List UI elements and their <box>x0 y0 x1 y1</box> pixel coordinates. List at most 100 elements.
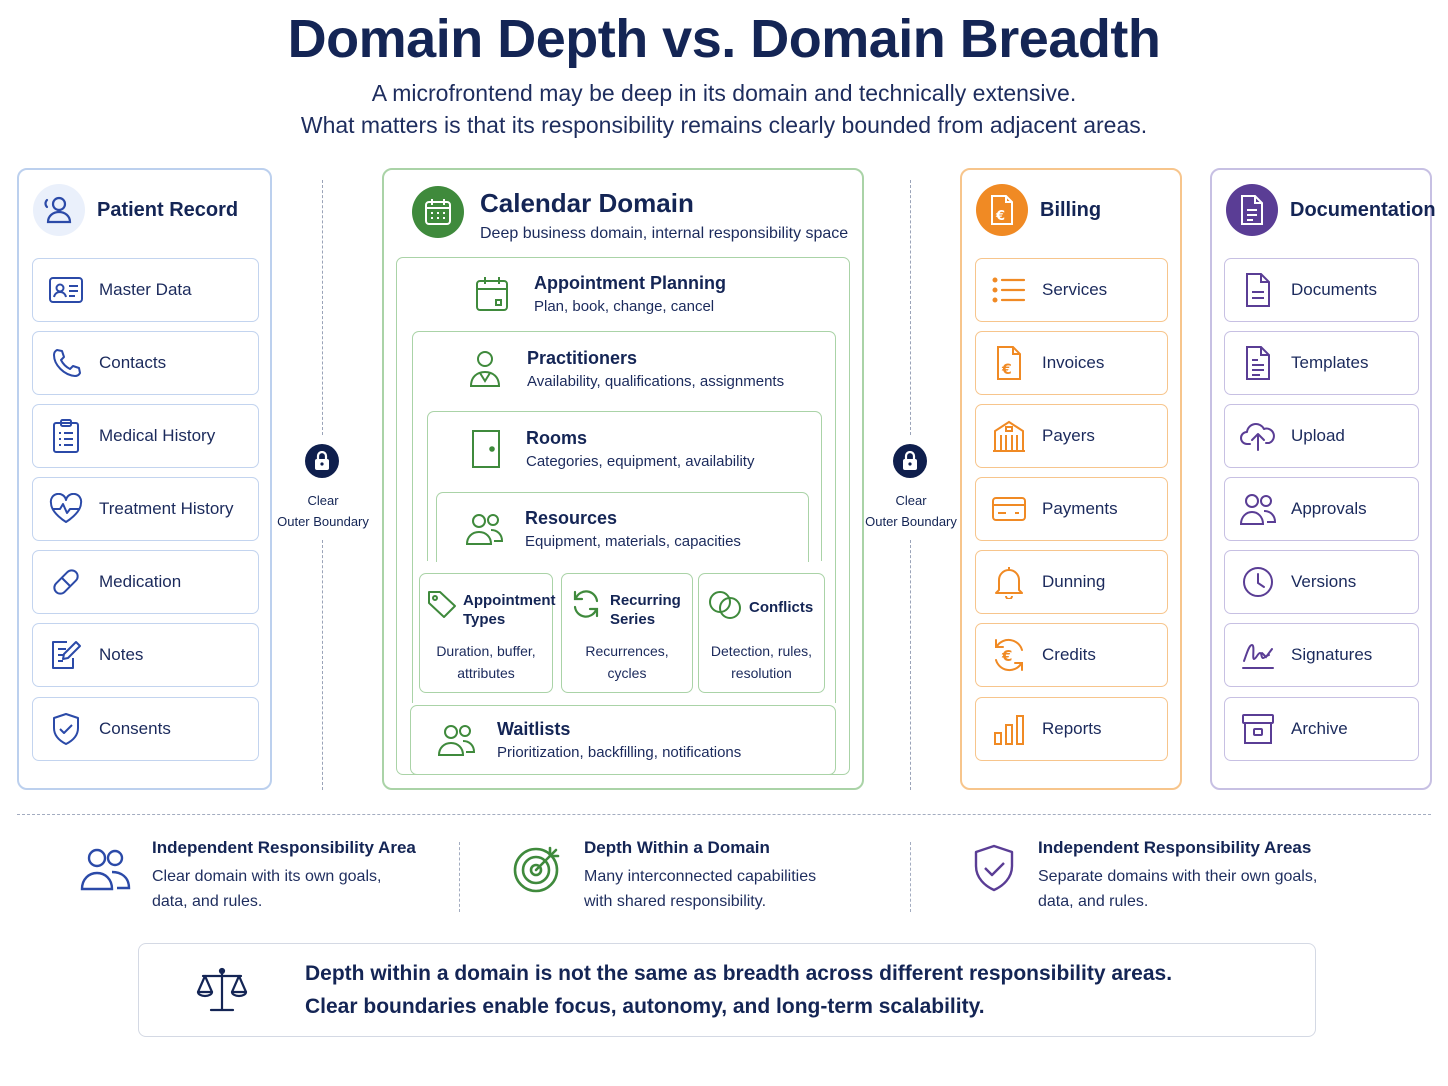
phone-icon <box>33 347 99 379</box>
rooms-title: Rooms <box>526 428 588 448</box>
svg-text:€: € <box>995 209 1005 224</box>
billing-item-payments[interactable]: Payments <box>975 477 1168 541</box>
left-boundary-line-top <box>322 180 323 435</box>
patient-item-medication[interactable]: Medication <box>32 550 259 614</box>
calendar-small-icon <box>476 277 508 311</box>
patient-item-contacts[interactable]: Contacts <box>32 331 259 395</box>
patient-item-master-data[interactable]: Master Data <box>32 258 259 322</box>
conflicts-desc-l1: Detection, rules, <box>710 643 813 659</box>
doc-item-templates[interactable]: Templates <box>1224 331 1419 395</box>
page-subtitle-line1: A microfrontend may be deep in its domai… <box>371 80 1077 106</box>
documentation-panel: Documentation Documents Templates Upload… <box>1210 168 1436 790</box>
legend-depth-domain-desc-l1: Many interconnected capabilities <box>584 868 817 885</box>
credit-card-icon <box>976 495 1042 523</box>
billing-item-reports[interactable]: Reports <box>975 697 1168 761</box>
legend-independent-area: Independent Responsibility Area Clear do… <box>80 838 416 914</box>
cloud-upload-icon <box>1225 420 1291 452</box>
legend-depth-domain-desc-l2: with shared responsibility. <box>584 893 767 910</box>
left-boundary-label-line1: Clear <box>307 493 339 508</box>
patient-item-treatment-history[interactable]: Treatment History <box>32 477 259 541</box>
conflicts-circles-icon <box>707 588 743 627</box>
recurring-series-title-l2: Series <box>610 611 656 628</box>
doc-item-signatures[interactable]: Signatures <box>1224 623 1419 687</box>
clipboard-icon <box>33 418 99 454</box>
billing-item-dunning[interactable]: Dunning <box>975 550 1168 614</box>
doc-item-versions[interactable]: Versions <box>1224 550 1419 614</box>
appointment-planning-row: Appointment Planning Plan, book, change,… <box>474 273 726 315</box>
waitlists-box <box>410 705 836 775</box>
recurring-series-box: Recurring Series Recurrences, cycles <box>561 573 693 693</box>
rooms-desc: Categories, equipment, availability <box>526 453 755 470</box>
documentation-header: Documentation <box>1226 184 1436 236</box>
practitioners-title: Practitioners <box>527 348 638 368</box>
legend-separator-2 <box>910 842 911 912</box>
patient-item-label: Master Data <box>99 280 192 299</box>
heart-pulse-icon <box>33 493 99 525</box>
patient-item-label: Notes <box>99 645 144 664</box>
id-card-icon <box>33 275 99 305</box>
shield-check-icon <box>974 844 1014 892</box>
building-icon <box>976 419 1042 453</box>
signature-icon <box>1225 639 1291 671</box>
practitioner-icon <box>469 351 501 387</box>
conflicts-title: Conflicts <box>749 599 814 616</box>
billing-item-label: Services <box>1042 280 1108 299</box>
bar-chart-icon <box>976 712 1042 746</box>
svg-text:€: € <box>1001 362 1012 378</box>
doc-item-label: Templates <box>1291 353 1369 372</box>
clock-icon <box>1225 565 1291 599</box>
patient-item-consents[interactable]: Consents <box>32 697 259 761</box>
billing-item-label: Dunning <box>1042 572 1106 591</box>
calendar-icon <box>412 186 464 238</box>
patient-record-panel: Patient Record Master Data Contacts Medi… <box>17 168 272 790</box>
billing-item-label: Invoices <box>1042 353 1105 372</box>
legend-independent-areas: Independent Responsibility Areas Separat… <box>970 838 1317 914</box>
list-icon <box>976 276 1042 304</box>
users-icon <box>80 848 131 891</box>
billing-title: Billing <box>1040 198 1102 221</box>
patient-item-label: Treatment History <box>99 499 234 518</box>
doc-item-upload[interactable]: Upload <box>1224 404 1419 468</box>
billing-item-services[interactable]: Services <box>975 258 1168 322</box>
billing-invoice-icon: € <box>976 184 1028 236</box>
billing-item-invoices[interactable]: € Invoices <box>975 331 1168 395</box>
right-boundary-line-bottom <box>910 540 911 790</box>
patient-item-medical-history[interactable]: Medical History <box>32 404 259 468</box>
appointment-types-title-l2: Types <box>463 611 506 628</box>
billing-item-payers[interactable]: Payers <box>975 404 1168 468</box>
left-boundary-line-bottom <box>322 540 323 790</box>
resources-users-icon <box>465 514 504 545</box>
summary-line1: Depth within a domain is not the same as… <box>305 962 1173 985</box>
lock-icon <box>893 444 927 478</box>
patient-icon <box>33 184 85 236</box>
waitlist-users-icon <box>437 725 476 756</box>
section-separator <box>17 814 1431 815</box>
patient-item-notes[interactable]: Notes <box>32 623 259 687</box>
right-boundary-label-line1: Clear <box>895 493 927 508</box>
documentation-icon <box>1226 184 1278 236</box>
euro-cycle-icon: € <box>976 637 1042 673</box>
left-boundary-label-line2: Outer Boundary <box>277 514 369 529</box>
doc-item-label: Archive <box>1291 719 1348 738</box>
summary-line2: Clear boundaries enable focus, autonomy,… <box>305 995 985 1018</box>
patient-item-label: Contacts <box>99 353 167 372</box>
appointment-types-box: Appointment Types Duration, buffer, attr… <box>419 573 555 693</box>
practitioners-row: Practitioners Availability, qualificatio… <box>467 348 784 390</box>
calendar-domain-title: Calendar Domain <box>480 188 694 218</box>
conflicts-box: Conflicts Detection, rules, resolution <box>698 573 825 693</box>
right-boundary-line-top <box>910 180 911 435</box>
document-icon <box>1225 272 1291 308</box>
doc-item-archive[interactable]: Archive <box>1224 697 1419 761</box>
documentation-title: Documentation <box>1290 198 1436 221</box>
scales-icon <box>139 966 305 1014</box>
billing-item-label: Payments <box>1042 499 1118 518</box>
doc-item-approvals[interactable]: Approvals <box>1224 477 1419 541</box>
doc-item-documents[interactable]: Documents <box>1224 258 1419 322</box>
rooms-row: Rooms Categories, equipment, availabilit… <box>470 428 754 470</box>
billing-item-credits[interactable]: € Credits <box>975 623 1168 687</box>
legend-separator-1 <box>459 842 460 912</box>
waitlists-desc: Prioritization, backfilling, notificatio… <box>497 744 742 761</box>
resources-desc: Equipment, materials, capacities <box>525 533 741 550</box>
waitlists-title: Waitlists <box>497 719 571 739</box>
billing-header: € Billing <box>976 184 1101 236</box>
